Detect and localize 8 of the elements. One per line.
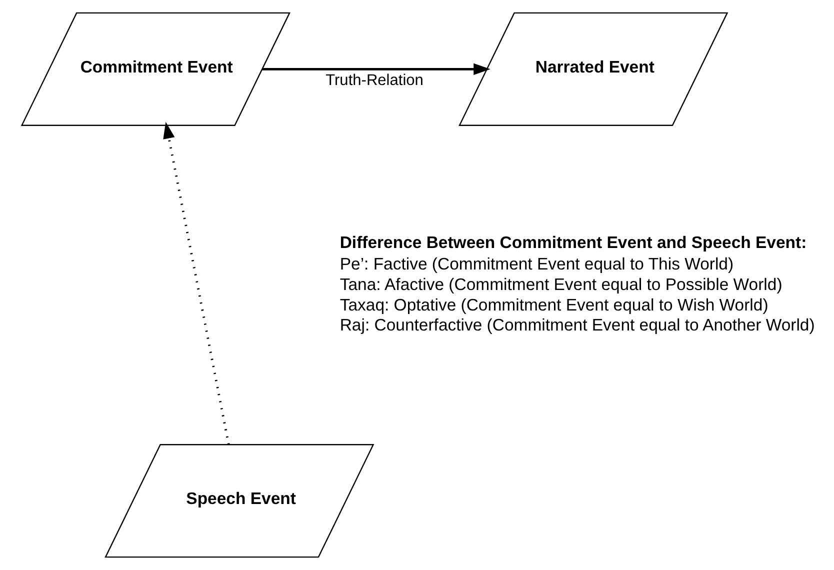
arrow: [163, 122, 230, 445]
edge-label: Truth-Relation: [326, 72, 424, 90]
label: Pe’: Factive (Commitment Event equal to This World): [340, 254, 734, 274]
label: Tana: Afactive (Commitment Event equal to Possible World): [340, 275, 782, 294]
label: Raj: Counterfactive (Commitment Event equal to Another World): [340, 316, 815, 335]
arrow: [262, 63, 490, 76]
label: Taxaq: Optative (Commitment Event equal to Wish World): [340, 295, 768, 314]
label: Difference Between Commitment Event and Speech Event:: [340, 233, 807, 252]
